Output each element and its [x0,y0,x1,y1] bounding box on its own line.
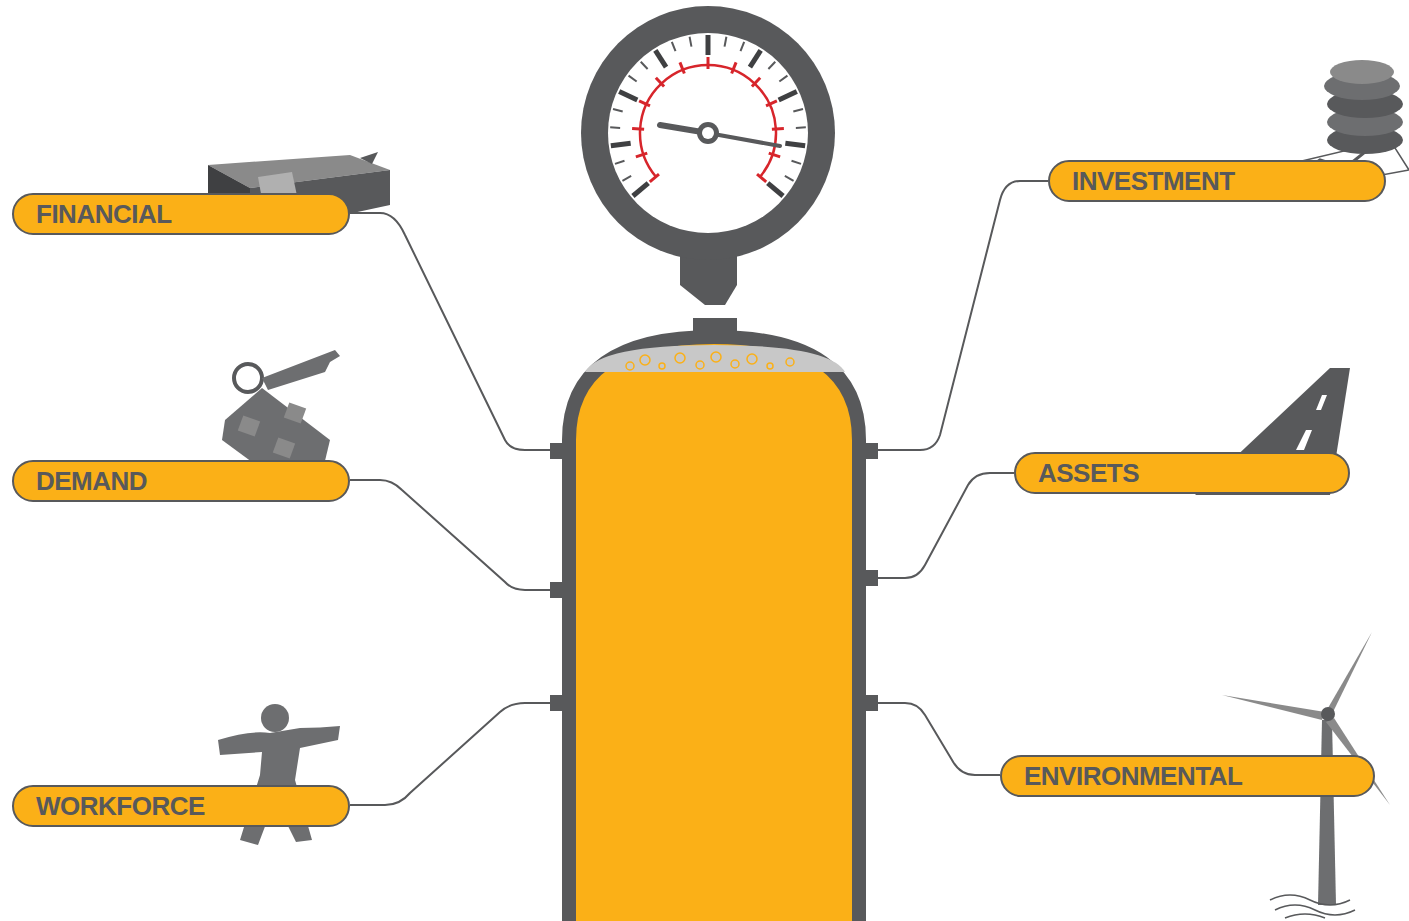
pressure-gauge [581,6,835,260]
category-pill: ASSETS [1014,452,1350,494]
category-label: DEMAND [14,466,147,497]
category-label: WORKFORCE [14,791,205,822]
category-pill: DEMAND [12,460,350,502]
tank [569,337,859,921]
category-pill: ENVIRONMENTAL [1000,755,1375,797]
category-label: FINANCIAL [14,199,172,230]
category-label: ASSETS [1016,458,1139,489]
category-pill: WORKFORCE [12,785,350,827]
category-label: ENVIRONMENTAL [1002,761,1242,792]
category-pill: INVESTMENT [1048,160,1386,202]
category-label: INVESTMENT [1050,166,1235,197]
category-pill: FINANCIAL [12,193,350,235]
